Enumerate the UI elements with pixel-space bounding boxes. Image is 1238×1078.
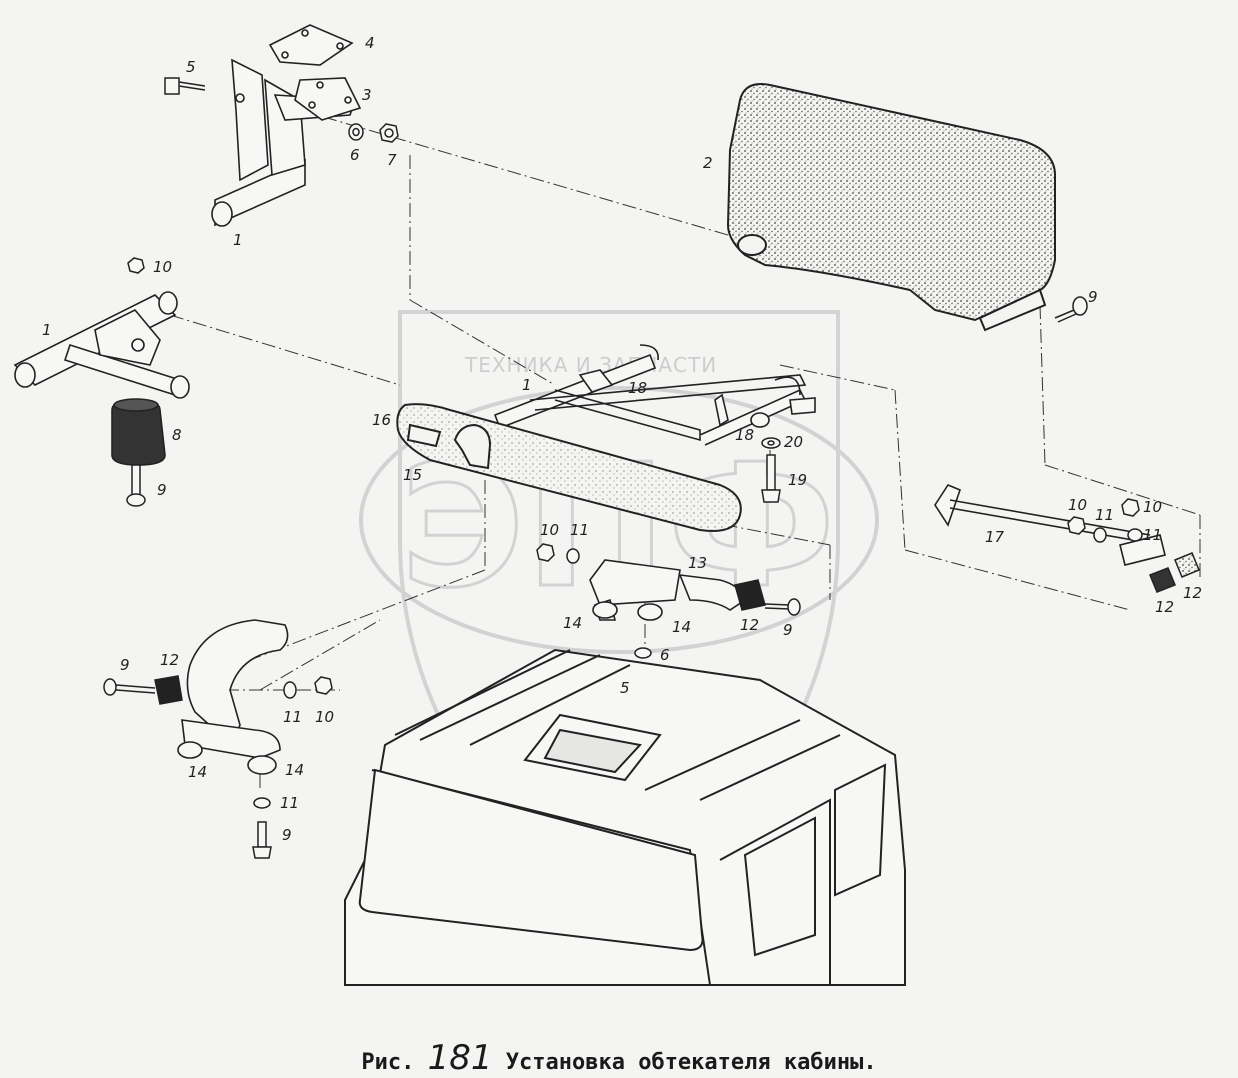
label-11d: 11 [1095, 506, 1114, 524]
rod-17 [934, 484, 1166, 566]
label-1a: 1 [233, 231, 243, 249]
label-12c: 12 [1155, 598, 1174, 616]
bracket-top [211, 58, 357, 227]
figure-caption: Рис. 181 Установка обтекателя кабины. [0, 1038, 1238, 1078]
label-11b: 11 [283, 708, 302, 726]
label-18b: 18 [735, 426, 754, 444]
fairing-2 [726, 83, 1056, 332]
label-10b: 10 [540, 521, 559, 539]
pad-12-centre [734, 579, 766, 611]
crossbar-frame [493, 344, 816, 446]
label-14d: 14 [285, 761, 304, 779]
washer-11-right [1093, 527, 1143, 543]
label-1b: 1 [42, 321, 52, 339]
label-10a: 10 [153, 258, 172, 276]
nut-10-right [1067, 498, 1140, 535]
caption-text: Установка обтекателя кабины. [505, 1050, 877, 1075]
label-5b: 5 [620, 679, 630, 697]
label-11e: 11 [1143, 526, 1162, 544]
label-11c: 11 [280, 794, 299, 812]
bolt-19 [761, 454, 781, 503]
label-12b: 12 [740, 616, 759, 634]
part-labels: 1 1 1 2 3 4 5 5 6 6 7 8 9 9 9 9 9 10 10 … [42, 34, 1202, 844]
label-10e: 10 [1143, 498, 1162, 516]
bolt-9-bottom [252, 797, 272, 859]
label-3: 3 [362, 86, 372, 104]
bolt-9-lower-left [103, 678, 156, 696]
label-10d: 10 [1068, 496, 1087, 514]
plate-3 [294, 77, 362, 121]
nut-washer-centre [536, 543, 580, 564]
washer-6 [348, 123, 364, 141]
label-12d: 12 [1183, 584, 1202, 602]
label-10c: 10 [315, 708, 334, 726]
caption-prefix: Рис. [361, 1050, 415, 1075]
pad-12-right [1149, 552, 1200, 593]
label-2: 2 [703, 154, 713, 172]
label-15: 15 [403, 466, 422, 484]
label-7: 7 [387, 151, 397, 169]
lower-fairing-16 [396, 403, 742, 532]
rubber-8 [111, 398, 166, 466]
plate-4 [268, 24, 354, 66]
label-12a: 12 [160, 651, 179, 669]
exploded-view-drawing: ЭПФ ТЕХНИКА И ЗАПЧАСТИ [13, 24, 1202, 986]
label-14b: 14 [672, 618, 691, 636]
label-18a: 18 [628, 379, 647, 397]
label-14c: 14 [188, 763, 207, 781]
label-17: 17 [985, 528, 1005, 546]
bracket-left [13, 291, 190, 399]
truck-cab [344, 648, 906, 986]
label-9b: 9 [1088, 288, 1098, 306]
clamp-lower-left [177, 619, 289, 775]
pad-12-left [154, 675, 183, 705]
washer-20 [761, 437, 781, 449]
label-14a: 14 [563, 614, 582, 632]
label-16: 16 [372, 411, 391, 429]
bolt-9-fairing [1054, 296, 1088, 323]
bracket-13 [589, 559, 746, 621]
nut-10-left [127, 257, 145, 274]
label-13: 13 [688, 554, 707, 572]
assembly-lines [169, 109, 1201, 790]
nut-washer-lower-left [283, 676, 333, 699]
label-6b: 6 [660, 646, 670, 664]
label-5a: 5 [186, 58, 196, 76]
label-9e: 9 [282, 826, 292, 844]
bolt-9-left [126, 464, 146, 507]
bolt-5 [164, 77, 206, 95]
label-11a: 11 [570, 521, 589, 539]
label-4: 4 [365, 34, 375, 52]
label-9a: 9 [157, 481, 167, 499]
label-9c: 9 [783, 621, 793, 639]
label-9d: 9 [120, 656, 130, 674]
label-19: 19 [788, 471, 807, 489]
bolt-9-centre [764, 598, 801, 616]
nut-7 [379, 123, 399, 143]
label-1c: 1 [522, 376, 532, 394]
label-6a: 6 [350, 146, 360, 164]
label-8: 8 [172, 426, 182, 444]
label-20: 20 [784, 433, 803, 451]
caption-number: 181 [427, 1038, 493, 1078]
